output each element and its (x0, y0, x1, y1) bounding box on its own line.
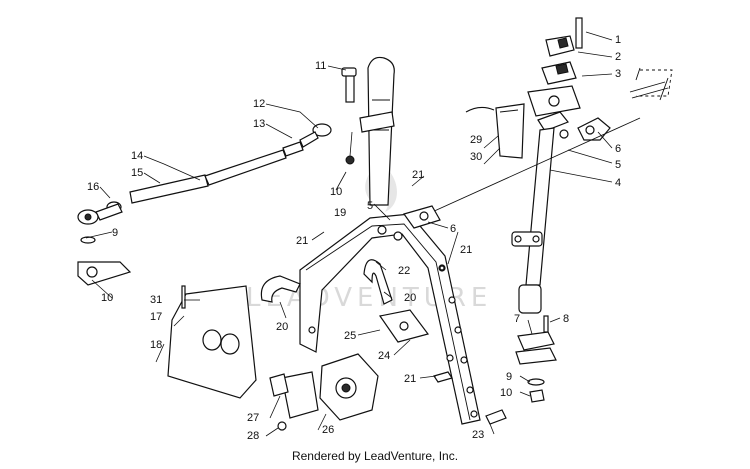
callout-9-right: 9 (506, 371, 512, 383)
footer-credit: Rendered by LeadVenture, Inc. (291, 449, 459, 463)
callout-labels: 1 2 3 4 5 6 11 12 13 14 15 16 9 10 10 5 … (87, 34, 621, 442)
callout-10-left: 10 (101, 292, 113, 304)
callout-20-left: 20 (276, 321, 288, 333)
callout-21-bottom: 21 (404, 373, 416, 385)
callout-18: 18 (150, 339, 162, 351)
callout-28: 28 (247, 430, 259, 442)
callout-1: 1 (615, 34, 621, 46)
callout-4: 4 (615, 177, 621, 189)
callout-6-right: 6 (615, 143, 621, 155)
plate-24 (378, 309, 430, 343)
rod (409, 117, 641, 223)
callout-8: 8 (563, 313, 569, 325)
callout-25: 25 (344, 330, 356, 342)
callout-2: 2 (615, 51, 621, 63)
callout-24: 24 (378, 350, 390, 362)
callout-5-right: 5 (615, 159, 621, 171)
leader-lines (85, 31, 613, 437)
steering-post (511, 85, 581, 314)
callout-21-right: 21 (460, 244, 472, 256)
callout-10-center: 10 (330, 186, 342, 198)
clamp-assembly (341, 67, 395, 165)
callout-20-right: 20 (404, 292, 416, 304)
callout-19: 19 (334, 207, 346, 219)
callout-21-left: 21 (296, 235, 308, 247)
callout-6-center: 6 (450, 223, 456, 235)
lower-right-parts (515, 315, 557, 403)
callout-13: 13 (253, 118, 265, 130)
top-block-parts (541, 17, 583, 85)
far-right-bolts (629, 67, 673, 101)
callout-22: 22 (398, 265, 410, 277)
tie-rod-assembly (77, 123, 332, 286)
callout-11: 11 (315, 60, 326, 72)
callout-21-top: 21 (412, 169, 424, 181)
shield-29-30 (465, 103, 525, 159)
main-frame (299, 205, 481, 425)
callout-17: 17 (150, 311, 162, 323)
callout-23: 23 (472, 429, 484, 441)
actuator-26 (269, 353, 379, 431)
callout-31: 31 (150, 294, 162, 306)
handlebar-tube (367, 56, 395, 206)
callout-30: 30 (470, 151, 482, 163)
callout-16: 16 (87, 181, 99, 193)
side-panel-17 (167, 285, 257, 399)
callout-15: 15 (131, 167, 143, 179)
callout-29: 29 (470, 134, 482, 146)
callout-12: 12 (253, 98, 265, 110)
callout-26: 26 (322, 424, 334, 436)
callout-10-right: 10 (500, 387, 512, 399)
callout-9-left: 9 (112, 227, 118, 239)
bracket-6-right (559, 117, 611, 141)
callout-27: 27 (247, 412, 259, 424)
lower-bolts (433, 265, 507, 425)
callout-14: 14 (131, 150, 143, 162)
callout-3: 3 (615, 68, 621, 80)
callout-5-center: 5 (367, 200, 373, 212)
callout-7: 7 (514, 313, 520, 325)
